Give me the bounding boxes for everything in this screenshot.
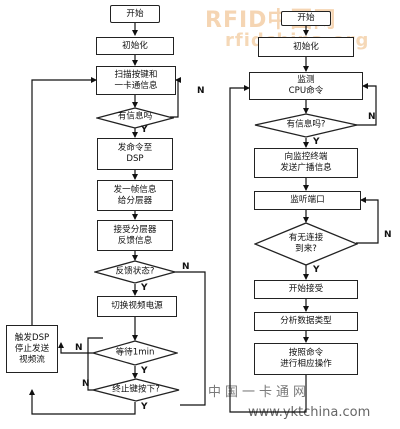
r-hasinfo-no-label: N <box>368 112 376 122</box>
r-begin-node: 开始接受 <box>254 280 358 299</box>
l-stop-no-label: N <box>82 379 90 389</box>
l-hasinfo-no-label: N <box>197 86 205 96</box>
edge-r-hasinfo-no <box>355 83 377 126</box>
l-stop-diamond <box>92 378 180 402</box>
l-state-no-label: N <box>182 262 190 272</box>
l-frame-node: 发一帧信息 给分层器 <box>97 180 173 211</box>
edge-l-hasinfo-no <box>170 77 181 118</box>
edge-l-stop-no <box>87 337 103 391</box>
l-senddsp-node: 发命令至 DSP <box>97 138 173 170</box>
r-connect-diamond <box>254 222 358 266</box>
l-stop-yes-label: Y <box>141 402 148 412</box>
l-wait-no-label: N <box>75 343 83 353</box>
watermark-ykt-logo: 中国一卡通网 <box>208 385 311 400</box>
r-init-node: 初始化 <box>258 37 354 57</box>
l-state-diamond <box>94 260 176 284</box>
r-start-node: 开始 <box>281 11 331 26</box>
r-connect-yes-label: Y <box>313 265 320 275</box>
l-wait-diamond <box>92 340 178 366</box>
r-connect-no-label: N <box>384 230 392 240</box>
l-wait-label: 等待1min <box>115 347 155 358</box>
r-connect-label: 有无连接 到来? <box>288 233 324 254</box>
l-stop-label: 终止键按下? <box>112 384 160 395</box>
r-hasinfo-label: 有信息吗? <box>286 119 326 130</box>
l-init-node: 初始化 <box>96 37 174 55</box>
edge-r-execute-loop <box>229 85 307 413</box>
r-execute-node: 按照命令 进行相应操作 <box>254 343 358 375</box>
l-hasinfo-diamond <box>96 107 174 129</box>
edge-l-state-no <box>174 271 206 406</box>
r-monitor-node: 监测 CPU命令 <box>249 72 363 100</box>
l-hasinfo-label: 有信息吗 <box>117 111 153 122</box>
l-state-label: 反馈状态? <box>115 266 155 277</box>
l-wait-yes-label: Y <box>141 366 148 376</box>
edge-r-connect-no <box>356 197 379 244</box>
edge-l-trigger-loop <box>31 77 97 325</box>
edge-l-wait-no <box>58 342 93 354</box>
l-feedback-node: 接受分层器 反馈信息 <box>97 220 173 251</box>
watermark-ykt-url: www.yktchina.com <box>248 405 371 420</box>
l-switch-node: 切换视频电源 <box>97 296 177 317</box>
r-analyze-node: 分析数据类型 <box>254 312 358 331</box>
r-broadcast-node: 向监控终端 发送广播信息 <box>254 148 358 178</box>
l-trigger-node: 触发DSP 停止发送 视频流 <box>6 325 58 373</box>
l-state-yes-label: Y <box>141 283 148 293</box>
l-scan-node: 扫描按键和 一卡通信息 <box>96 66 176 95</box>
r-listen-node: 监听端口 <box>254 191 361 210</box>
r-hasinfo-yes-label: Y <box>313 137 320 147</box>
l-hasinfo-yes-label: Y <box>141 125 148 135</box>
edge-l-stop-yes <box>29 389 136 415</box>
l-start-node: 开始 <box>110 5 160 23</box>
r-hasinfo-diamond <box>254 113 358 138</box>
